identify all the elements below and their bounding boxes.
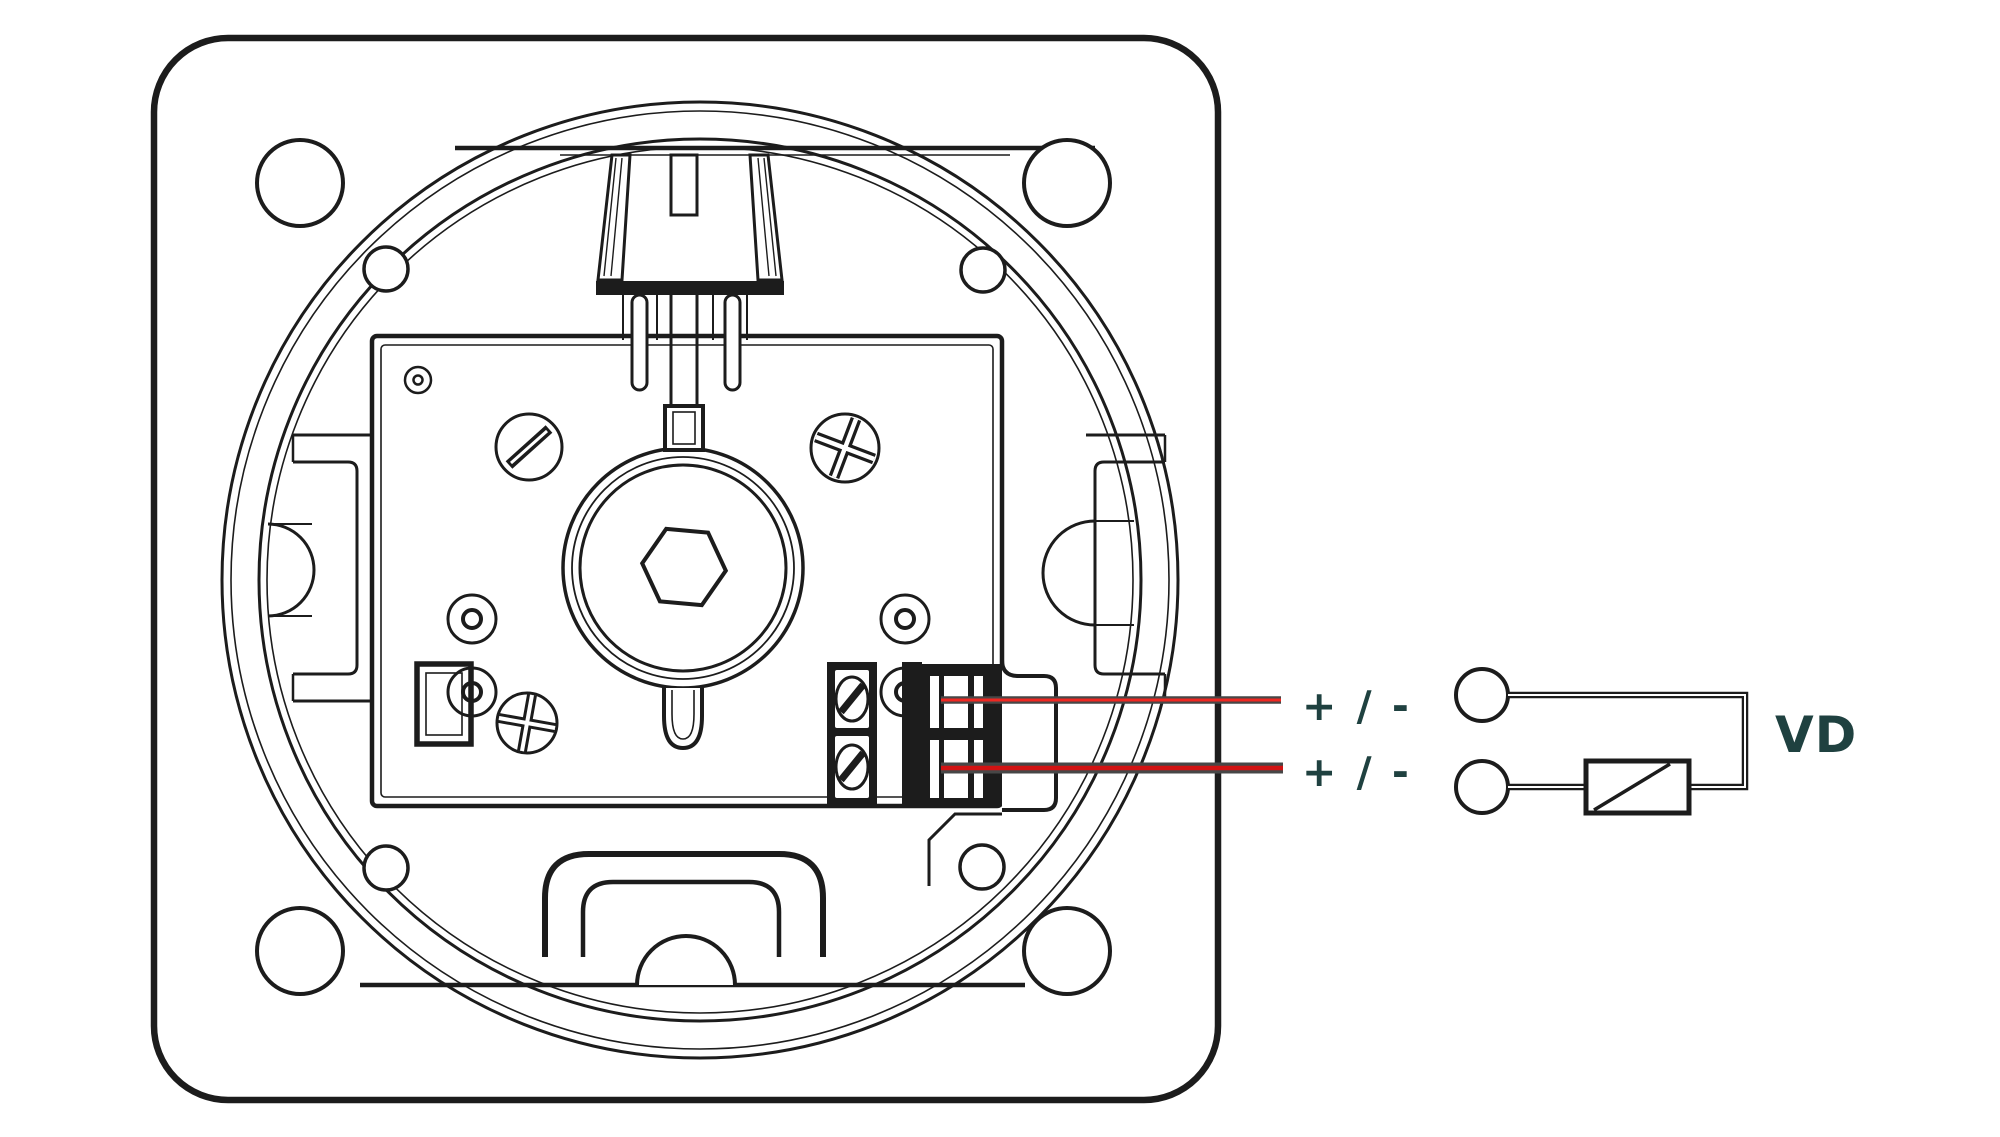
ring-outer-circle bbox=[220, 100, 1180, 1060]
left-bracket-半circle-tab bbox=[267, 522, 316, 618]
mounting-hole-top-right bbox=[1022, 138, 1112, 228]
dial-bottom-tab bbox=[662, 688, 704, 751]
phillips-screw bbox=[809, 412, 881, 484]
top-latch bbox=[596, 153, 784, 406]
schematic-terminal-bottom bbox=[1454, 759, 1510, 815]
latch-center-stem bbox=[669, 295, 699, 406]
bezel-ring bbox=[220, 100, 1180, 1060]
right-bracket-half-circle-tab bbox=[1041, 519, 1096, 627]
wiring-schematic bbox=[1454, 667, 1749, 816]
terminal-block bbox=[827, 662, 1002, 805]
latch-right-arm-hatch bbox=[757, 157, 777, 277]
ring-hole-top-right bbox=[959, 246, 1007, 294]
latch-pin-right bbox=[723, 293, 742, 392]
ring-screw-holes bbox=[362, 245, 1007, 892]
latch-pin-left bbox=[630, 293, 649, 392]
right-bracket-stubs bbox=[1095, 520, 1134, 626]
sensor-resistor-diagonal bbox=[1593, 762, 1671, 812]
bottom-cable-clamp bbox=[542, 851, 826, 986]
center-dial bbox=[561, 404, 805, 751]
schematic-terminal-top bbox=[1454, 667, 1510, 723]
label-terminal-top: + / - bbox=[1302, 682, 1412, 730]
left-bracket-inner-contour bbox=[293, 460, 359, 676]
phillips-screw bbox=[495, 691, 559, 755]
jumper-window-inner bbox=[425, 672, 463, 736]
dial-top-tab-inner bbox=[672, 411, 696, 445]
ring-inner-circle bbox=[257, 137, 1143, 1023]
screw-cross-core bbox=[498, 694, 556, 752]
cage-slot bbox=[930, 676, 939, 728]
latch-top-slot bbox=[669, 153, 699, 217]
ring-outer-circle-inner-line bbox=[230, 110, 1170, 1050]
mounting-hole-bottom-right bbox=[1022, 906, 1112, 996]
mounting-hole-bottom-left bbox=[255, 906, 345, 996]
ring-hole-bottom-right bbox=[958, 843, 1006, 891]
left-claw-bracket bbox=[267, 433, 372, 703]
socket-outer bbox=[446, 593, 498, 645]
terminal-screw-top-slot bbox=[838, 682, 866, 715]
terminal-divider bbox=[902, 662, 922, 805]
latch-left-arm bbox=[596, 153, 632, 282]
pin-socket bbox=[446, 666, 498, 718]
corner-mounting-holes bbox=[255, 138, 1112, 996]
pcb-features bbox=[403, 365, 474, 747]
screw-cross-core bbox=[815, 418, 875, 478]
terminal-bay-chamfer bbox=[927, 812, 1002, 886]
terminal-screw-bottom-slot bbox=[838, 750, 866, 783]
socket-outer bbox=[446, 666, 498, 718]
jumper-window-outer bbox=[414, 661, 474, 747]
clamp-dome bbox=[635, 934, 737, 986]
clamp-outer bbox=[542, 851, 826, 957]
sensor-wires bbox=[941, 696, 1283, 774]
latch-right-arm bbox=[748, 153, 784, 282]
left-bracket-stubs bbox=[268, 523, 312, 617]
hex-socket bbox=[639, 526, 729, 608]
latch-pin-channels bbox=[622, 295, 748, 340]
socket-inner bbox=[461, 681, 483, 703]
dial-mid-circle bbox=[571, 456, 795, 680]
latch-left-arm-hatch bbox=[603, 157, 623, 277]
right-bracket-inner-contour bbox=[1093, 460, 1165, 676]
dial-top-tab bbox=[663, 404, 705, 452]
dial-bottom-tab-inner bbox=[671, 690, 695, 740]
pcb-inner-line bbox=[380, 344, 994, 798]
clamp-inner bbox=[580, 879, 782, 957]
cage-slot bbox=[930, 740, 939, 798]
ring-hole-top-left bbox=[362, 245, 410, 293]
socket-inner bbox=[894, 608, 916, 630]
schematic-labels: + / - + / - VD bbox=[1302, 682, 1857, 796]
pin-socket bbox=[446, 593, 498, 645]
pilot-hole-center bbox=[412, 374, 424, 386]
screw-slot-core bbox=[510, 429, 548, 465]
ring-hole-bottom-left bbox=[362, 844, 410, 892]
socket-outer bbox=[879, 593, 931, 645]
latch-cross-bar bbox=[596, 281, 784, 295]
label-terminal-bottom: + / - bbox=[1302, 748, 1412, 796]
pin-socket bbox=[879, 593, 931, 645]
schematic-loop-wire-core bbox=[1508, 694, 1746, 788]
label-component-vd: VD bbox=[1775, 706, 1857, 764]
dial-inner-circle bbox=[578, 463, 788, 673]
pilot-hole bbox=[403, 365, 433, 395]
screws bbox=[494, 412, 881, 755]
socket-inner bbox=[461, 608, 483, 630]
slotted-screw bbox=[494, 412, 564, 482]
mounting-hole-top-left bbox=[255, 138, 345, 228]
